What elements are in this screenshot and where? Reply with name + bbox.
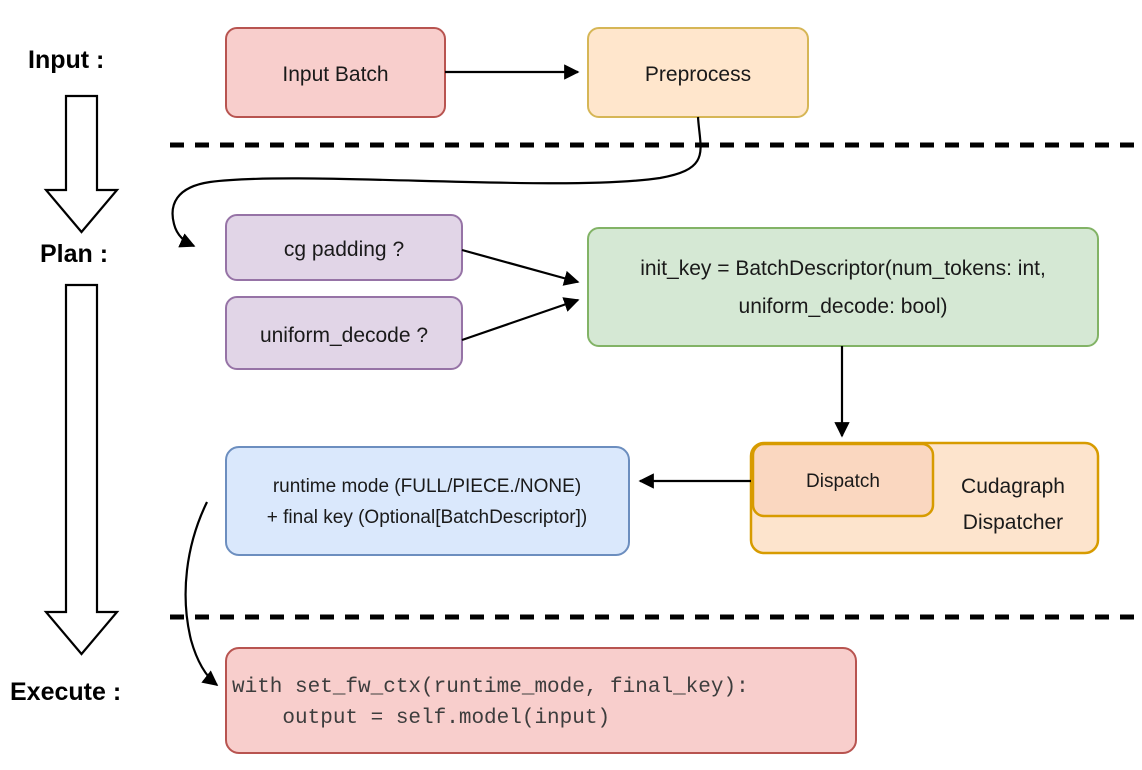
uniform-decode-box[interactable] [225,296,463,370]
stage-label-input: Input : [28,46,104,74]
input-batch-label: Input Batch [282,63,388,86]
node-cg-padding[interactable]: cg padding ? [225,214,463,281]
edge-uniformdecode-to-initkey [461,297,580,342]
runtime-mode-label-line1: runtime mode (FULL/PIECE./NONE) [273,476,581,497]
cg-padding-label: cg padding ? [284,238,404,261]
dispatch-box[interactable] [751,442,935,518]
runtime-mode-label-line2: + final key (Optional[BatchDescriptor]) [267,507,588,528]
plan-to-execute-arrow [43,283,120,656]
init-key-label-line2: uniform_decode: bool) [739,295,948,318]
preprocess-label: Preprocess [645,63,751,86]
node-input-batch[interactable]: Input Batch [225,27,446,118]
cudagraph-dispatcher-label-line1: Cudagraph [961,475,1065,498]
cudagraph-dispatcher-label-line2: Dispatcher [963,511,1063,534]
stage-label-execute: Execute : [10,678,121,706]
stage-label-plan: Plan : [40,240,108,268]
input-to-plan-arrow [43,94,120,234]
init-key-box[interactable] [587,227,1099,347]
edge-runtimemode-to-execute [184,501,219,686]
runtime-mode-box[interactable] [225,446,630,556]
init-key-label-line1: init_key = BatchDescriptor(num_tokens: i… [640,257,1046,280]
edge-preprocess-to-cgpadding [171,116,702,248]
execute-code-line2: output = self.model(input) [232,707,610,730]
uniform-decode-label: uniform_decode ? [260,324,428,347]
node-dispatch[interactable]: Dispatch [751,442,935,518]
node-init-key[interactable]: init_key = BatchDescriptor(num_tokens: i… [587,227,1099,347]
edge-cgpadding-to-initkey [461,248,580,286]
execute-code-box[interactable] [225,647,857,754]
node-runtime-mode[interactable]: runtime mode (FULL/PIECE./NONE) + final … [225,446,630,556]
dispatch-label: Dispatch [806,471,880,492]
node-preprocess[interactable]: Preprocess [587,27,809,118]
node-uniform-decode[interactable]: uniform_decode ? [225,296,463,370]
cg-padding-box[interactable] [225,214,463,281]
execute-code-line1: with set_fw_ctx(runtime_mode, final_key)… [232,676,749,699]
node-execute-code[interactable]: with set_fw_ctx(runtime_mode, final_key)… [225,647,857,754]
